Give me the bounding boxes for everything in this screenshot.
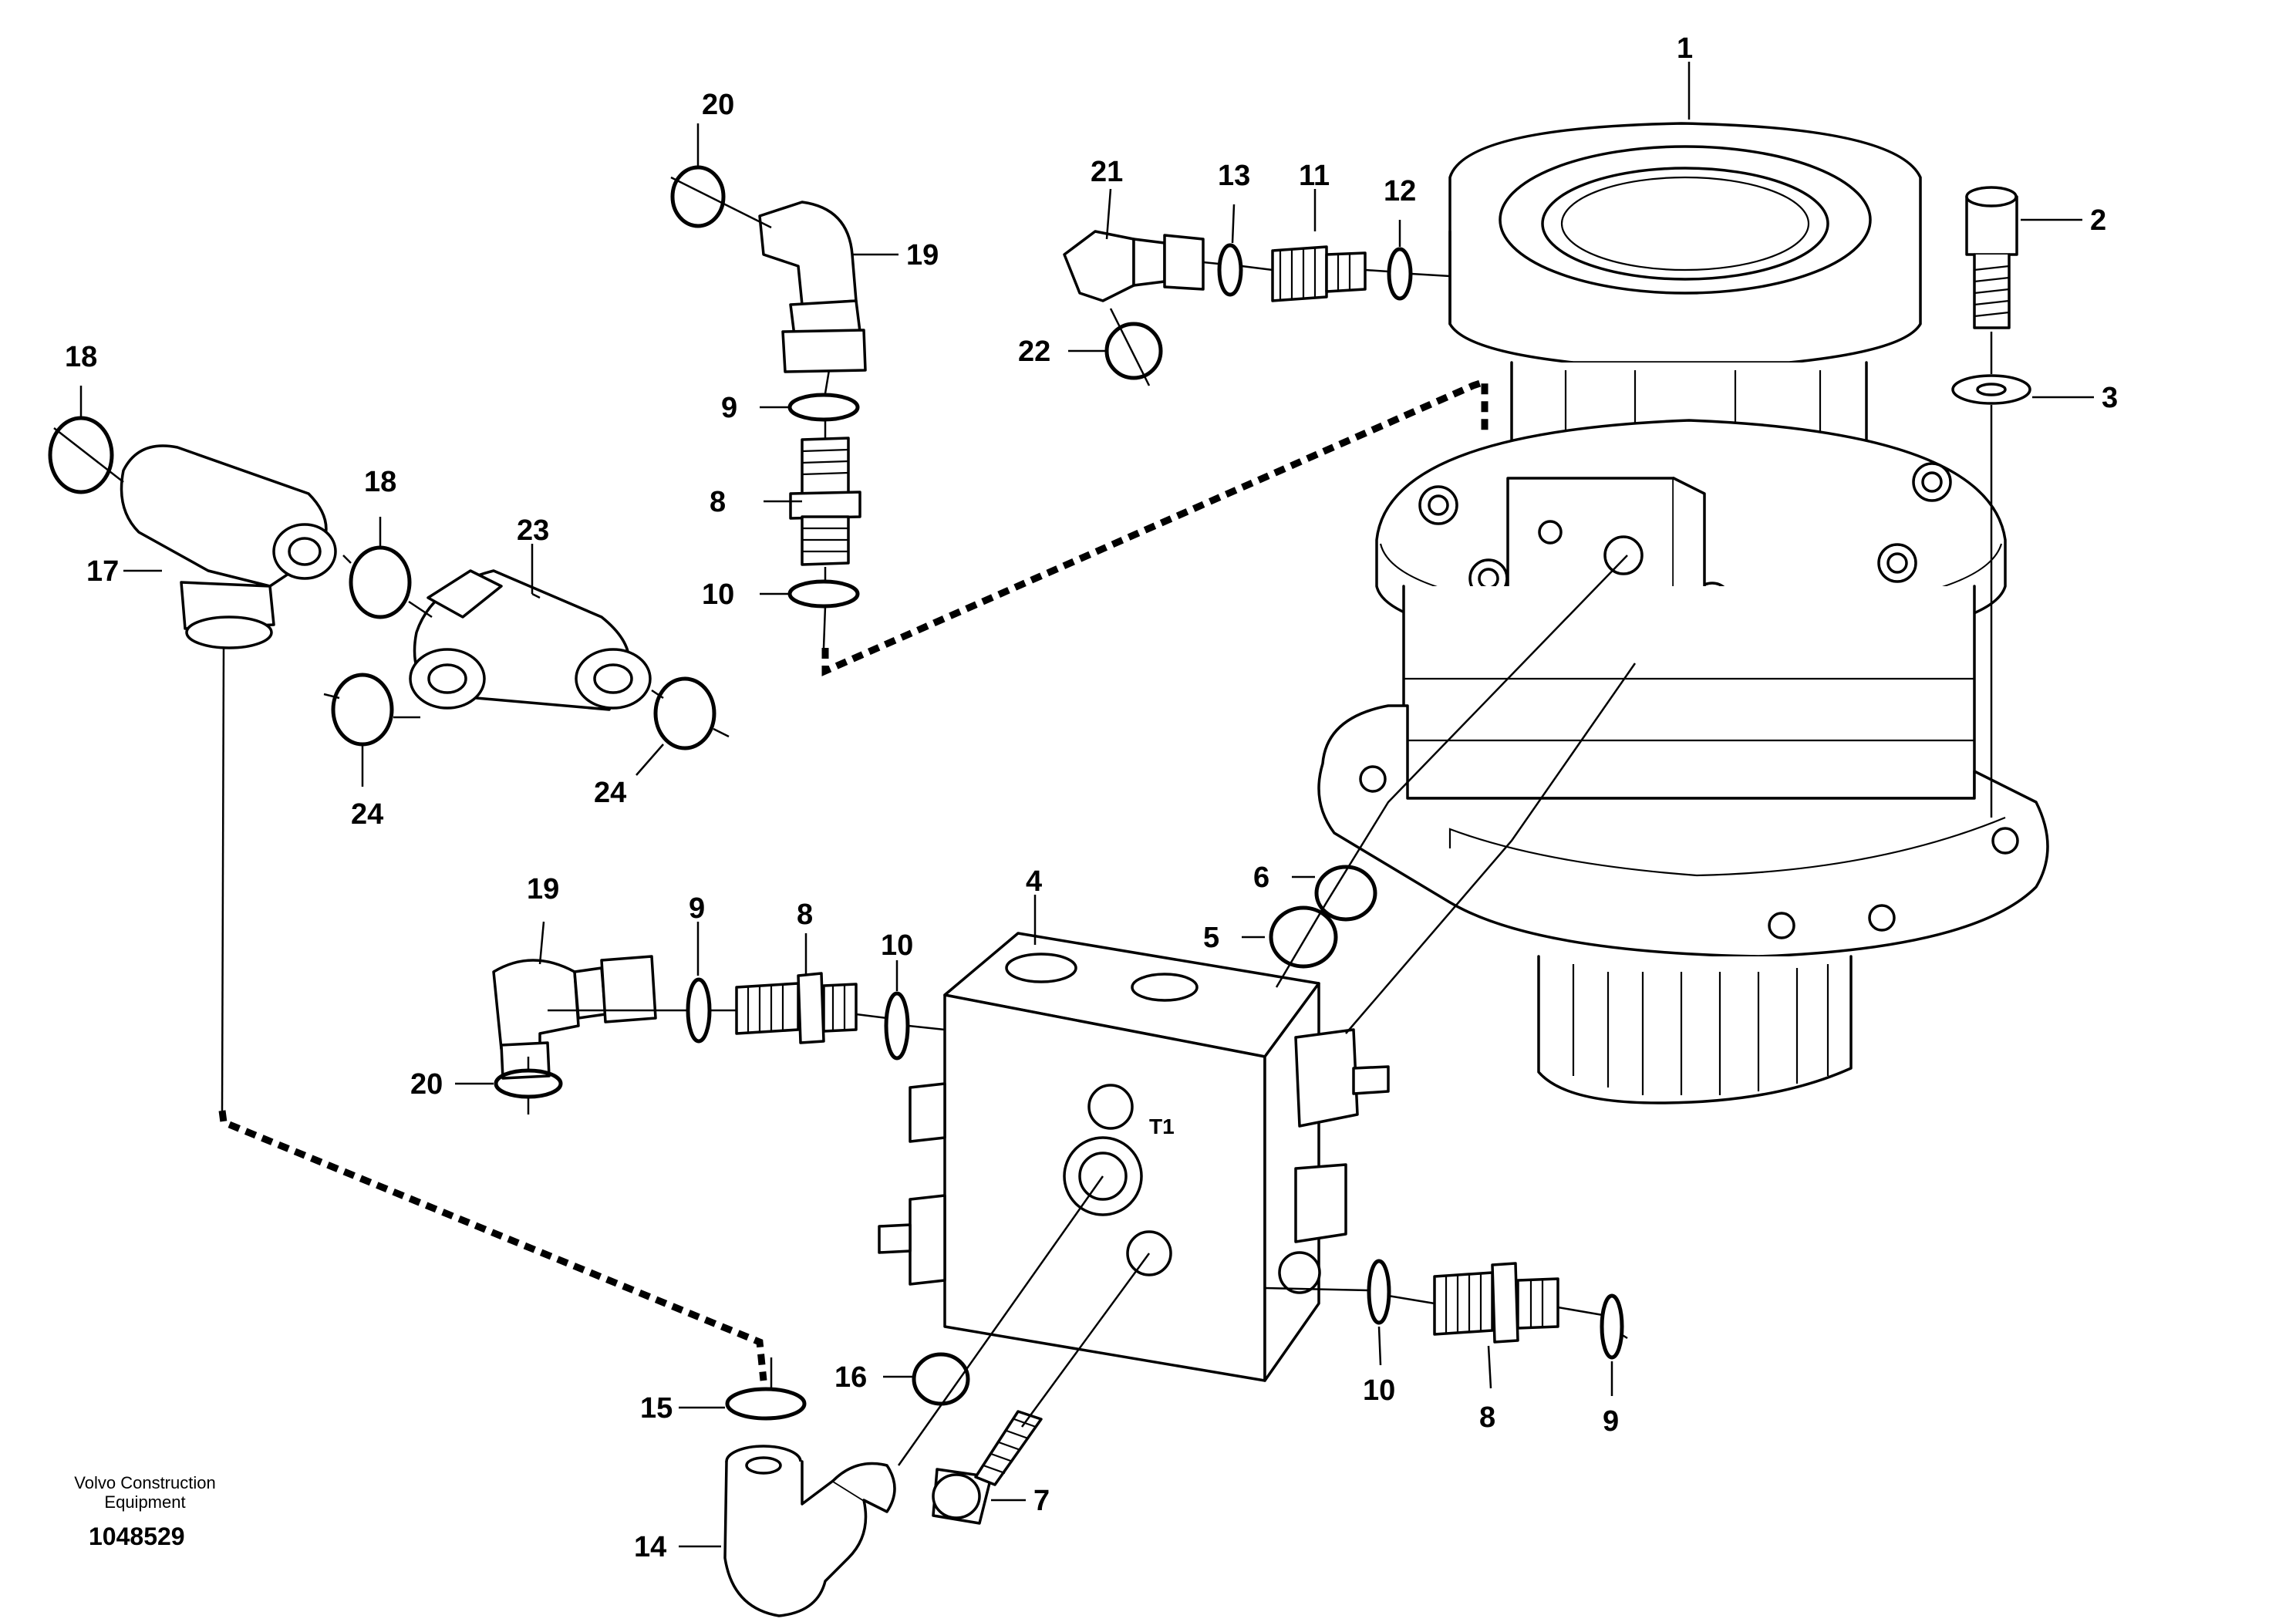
callout-17: 17 [86, 555, 119, 588]
document-number: 1048529 [89, 1523, 185, 1550]
elbow-fitting-21 [1063, 230, 1205, 302]
swing-motor-drawing [1317, 122, 2049, 1104]
elbow-fitting-19-mid [492, 955, 657, 1080]
callout-8-bottom: 8 [1479, 1401, 1495, 1434]
publisher-caption: Volvo Construction Equipment 1048529 [74, 1473, 215, 1550]
callout-14: 14 [634, 1531, 666, 1563]
o-ring-15 [725, 1387, 807, 1421]
nipple-fitting-8-mid [735, 972, 858, 1044]
o-ring-24-right [653, 676, 716, 750]
callout-7: 7 [1033, 1485, 1050, 1517]
callout-11: 11 [1299, 160, 1330, 192]
o-ring-10-bottom [1367, 1259, 1391, 1325]
tee-fitting-17 [120, 444, 337, 649]
callout-24-left: 24 [351, 798, 383, 831]
callout-9-mid: 9 [689, 892, 705, 925]
callout-8-top: 8 [710, 486, 726, 518]
callout-10-bottom: 10 [1363, 1374, 1395, 1407]
callout-18-left: 18 [65, 341, 97, 373]
elbow-fitting-19-top [758, 201, 867, 373]
callout-1: 1 [1677, 32, 1693, 65]
o-ring-6 [1314, 865, 1377, 922]
callout-8-mid: 8 [797, 899, 813, 931]
o-ring-12 [1387, 247, 1413, 301]
caption-line-1: Volvo Construction [74, 1473, 215, 1492]
o-ring-22 [1104, 322, 1163, 380]
elbow-fitting-14 [723, 1445, 896, 1617]
o-ring-18-mid [349, 545, 412, 619]
o-ring-9-top [787, 393, 860, 422]
callout-leaders [79, 62, 2094, 1548]
o-ring-20-top [670, 165, 726, 228]
callout-24-right: 24 [594, 777, 626, 809]
callout-15: 15 [640, 1392, 673, 1425]
callout-10-mid: 10 [881, 929, 913, 962]
callout-6: 6 [1253, 862, 1269, 894]
callout-10-top: 10 [702, 578, 734, 611]
socket-screw-7 [932, 1410, 1043, 1525]
callout-9-top: 9 [721, 392, 737, 424]
o-ring-10-top [787, 579, 860, 609]
nipple-fitting-8-top [789, 437, 861, 566]
callout-5: 5 [1203, 922, 1219, 954]
callout-19-mid: 19 [527, 873, 559, 905]
callout-21: 21 [1091, 156, 1123, 188]
callout-22: 22 [1018, 336, 1050, 368]
tee-fitting-23 [409, 569, 652, 711]
callout-16: 16 [834, 1361, 867, 1394]
o-ring-16 [912, 1352, 970, 1406]
callout-2: 2 [2090, 204, 2106, 237]
nipple-fitting-8-bottom [1433, 1262, 1559, 1344]
o-ring-5 [1269, 905, 1338, 969]
caption-line-2: Equipment [104, 1492, 185, 1512]
callout-9-bottom: 9 [1603, 1405, 1619, 1438]
hose-route-upper [821, 376, 1489, 676]
callout-20-top: 20 [702, 89, 734, 121]
o-ring-24-left [331, 673, 394, 747]
o-ring-10-mid [884, 991, 910, 1061]
callout-13: 13 [1218, 160, 1250, 192]
callout-19-top: 19 [906, 239, 939, 271]
callout-3: 3 [2102, 382, 2118, 414]
washer-drawing [1951, 374, 2031, 405]
adapter-fitting-11 [1271, 245, 1367, 302]
hose-route-lower [218, 1110, 767, 1381]
callout-4: 4 [1026, 865, 1042, 898]
callout-18-mid: 18 [364, 466, 396, 498]
o-ring-9-bottom [1600, 1293, 1624, 1360]
callout-23: 23 [517, 514, 549, 547]
center-lines [53, 176, 1637, 1466]
valve-block-drawing: T1 [878, 932, 1390, 1382]
o-ring-13 [1217, 243, 1243, 297]
callout-12: 12 [1384, 175, 1416, 207]
port-t1-label: T1 [1149, 1114, 1175, 1138]
o-ring-18-left [48, 416, 114, 494]
socket-bolt-drawing [1965, 186, 2018, 329]
callout-numbers: 1 2 3 4 5 6 7 8 8 8 9 9 9 10 10 10 11 12… [65, 32, 2118, 1563]
o-ring-9-mid [686, 977, 712, 1044]
callout-20-mid: 20 [410, 1068, 443, 1101]
